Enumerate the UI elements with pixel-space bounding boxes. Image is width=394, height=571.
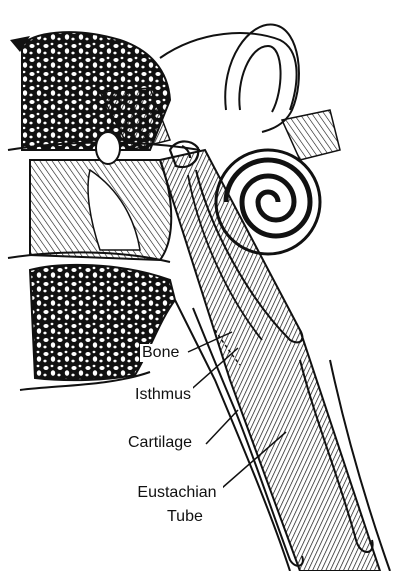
nerve-bundle	[282, 110, 340, 160]
label-cartilage: Cartilage	[126, 434, 194, 452]
label-isthmus: Isthmus	[133, 386, 193, 404]
lower-bone-region	[30, 265, 175, 380]
label-bone: Bone	[140, 344, 181, 362]
label-tube: Tube	[165, 508, 205, 526]
label-eustachian: Eustachian	[131, 484, 223, 502]
